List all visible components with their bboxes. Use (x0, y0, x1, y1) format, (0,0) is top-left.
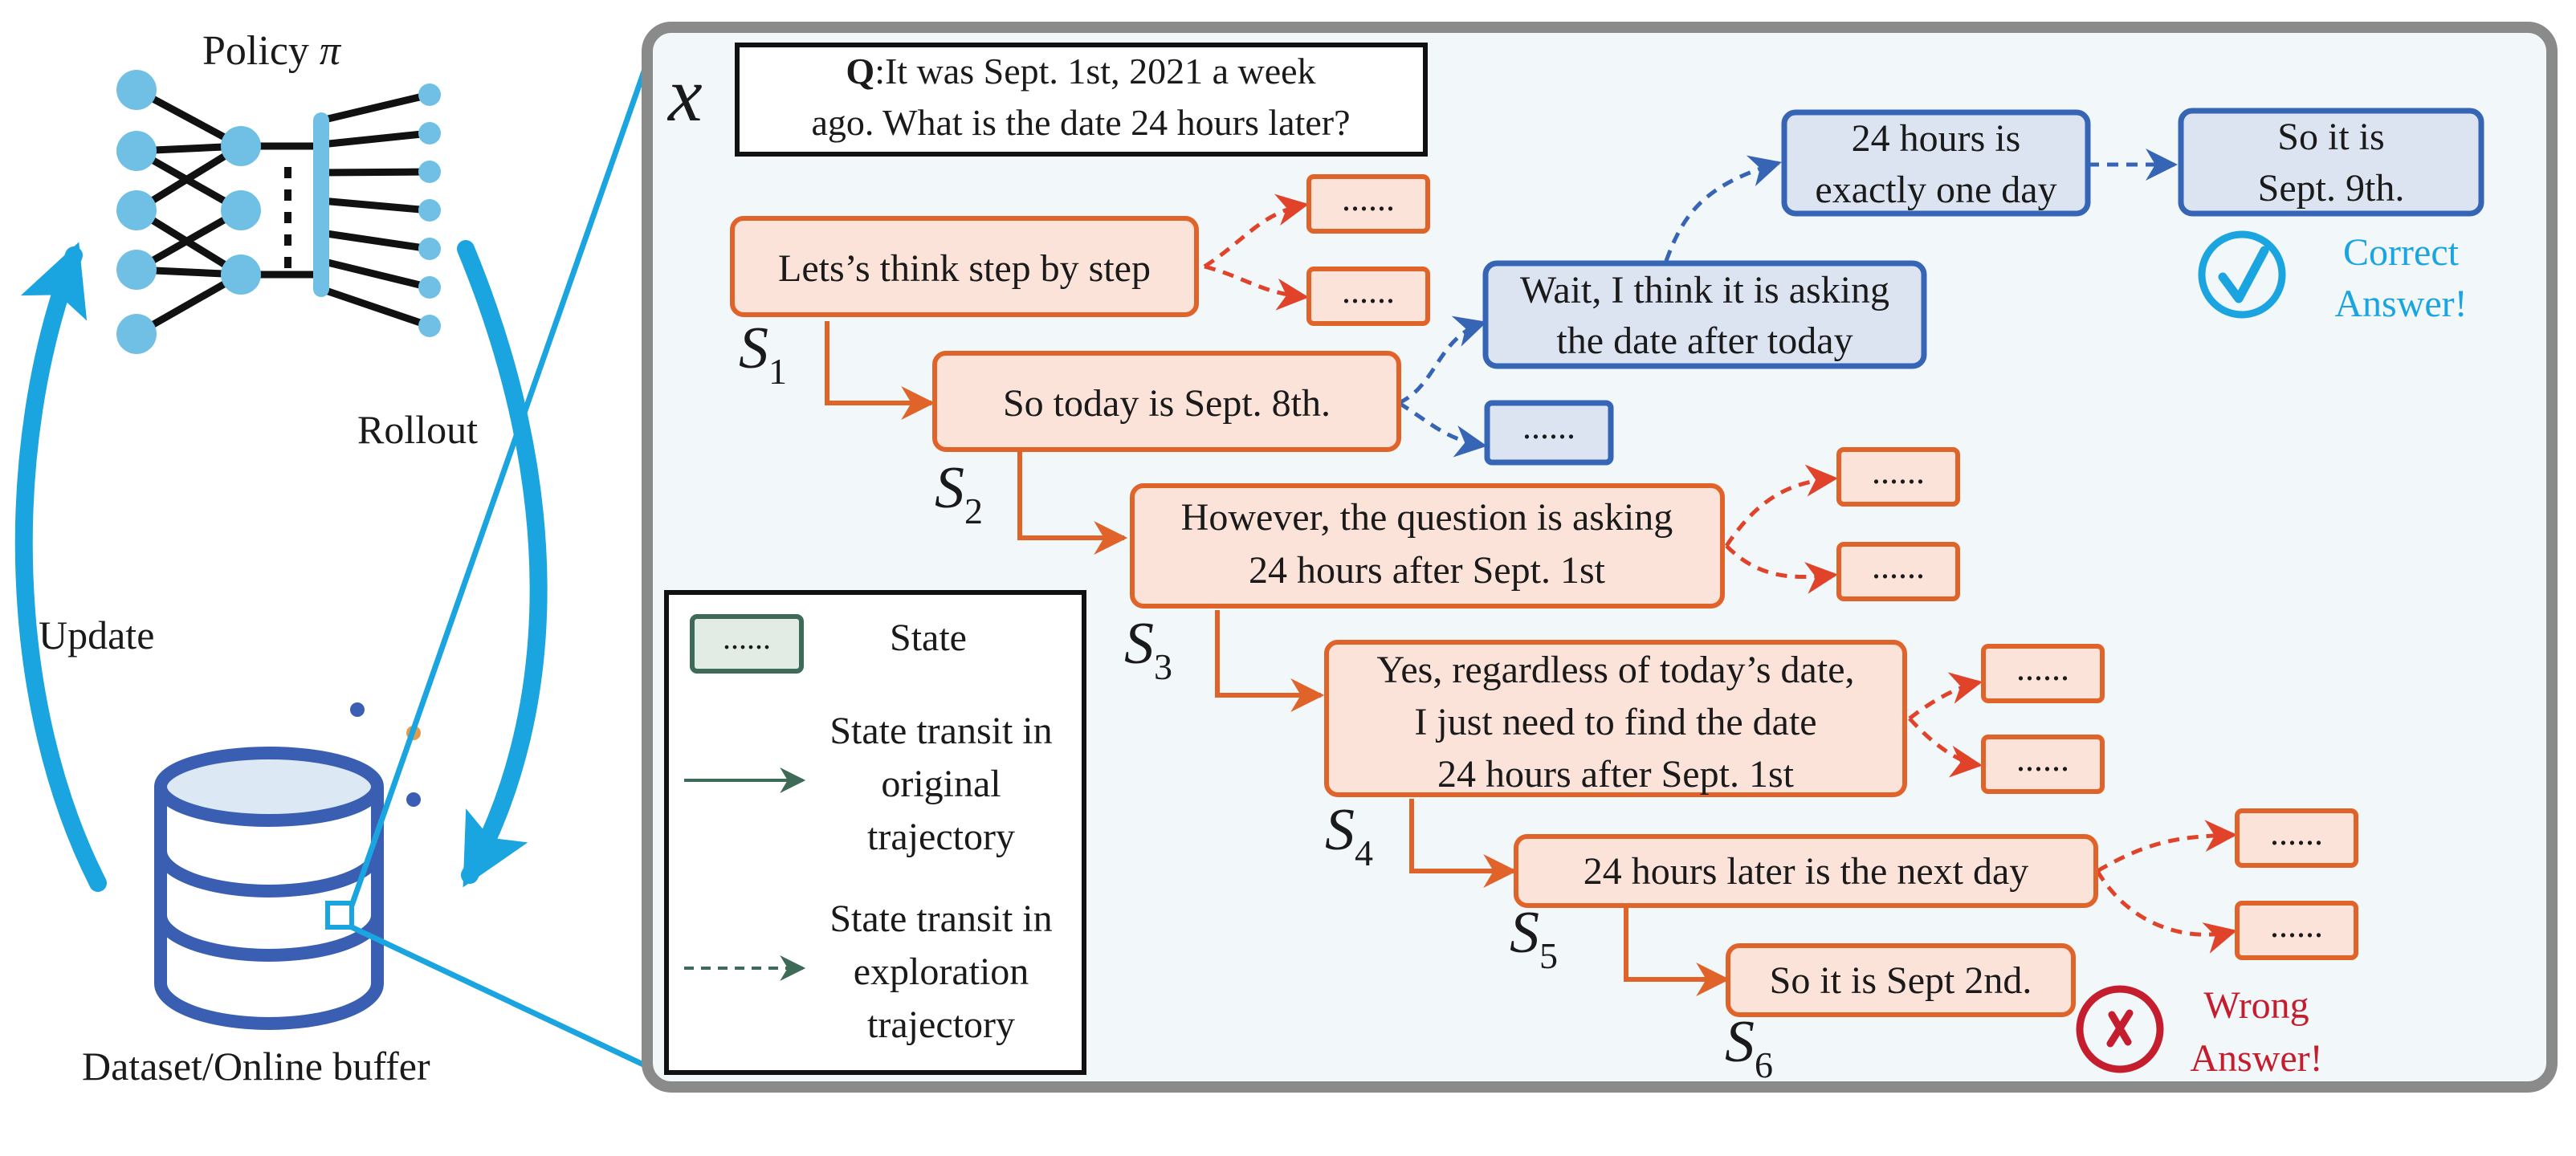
state-s1-text: Lets’s think step by step (778, 247, 1151, 290)
wrong-line-1: Wrong (2203, 984, 2309, 1027)
label-s4: S4 (1325, 797, 1373, 873)
correct-line-2: Answer! (2334, 283, 2467, 325)
explore-s5-b (2095, 869, 2237, 954)
state-one-day-line-2: exactly one day (1815, 169, 2056, 211)
state-s3-line-1: However, the question is asking (1181, 496, 1673, 539)
explore-s5-a (2096, 820, 2237, 873)
label-s5: S5 (1510, 900, 1558, 976)
transit-s2-s3 (1017, 451, 1128, 555)
state-s4-line-1: Yes, regardless of today’s date, (1376, 649, 1854, 691)
label-s3: S3 (1124, 611, 1172, 687)
ellipsis-s5-b (2235, 901, 2358, 960)
ellipsis-s3-b (1836, 542, 1960, 601)
state-s2: So today is Sept. 8th. (932, 351, 1401, 452)
legend-state-label: State (890, 617, 967, 659)
question-line-2: ago. What is the date 24 hours later? (811, 102, 1350, 143)
transit-s1-s2 (825, 321, 935, 420)
state-s6-text: So it is Sept 2nd. (1770, 959, 2032, 1002)
state-wait-line-2: the date after today (1556, 320, 1853, 362)
state-one-day: 24 hours is exactly one day (1781, 109, 2091, 217)
explore-wait-day (1664, 155, 1782, 262)
update-label: Update (39, 613, 154, 657)
ellipsis-s2-blue-text: ...... (1522, 407, 1575, 446)
state-final-line-2: Sept. 9th. (2258, 167, 2405, 210)
state-s3-line-2: 24 hours after Sept. 1st (1249, 549, 1606, 592)
ellipsis-s5-b-text: ...... (2270, 906, 2323, 945)
ellipsis-s5-a-text: ...... (2270, 813, 2323, 853)
state-s2-text: So today is Sept. 8th. (1003, 382, 1331, 425)
state-s6: So it is Sept 2nd. (1726, 943, 2076, 1017)
dataset-label: Dataset/Online buffer (82, 1044, 430, 1089)
explore-s1-a (1203, 193, 1309, 269)
ellipsis-s1-b-text: ...... (1342, 271, 1395, 311)
ellipsis-s3-b-text: ...... (1872, 547, 1925, 586)
correct-line-1: Correct (2343, 231, 2460, 274)
question-box (735, 43, 1428, 157)
zoom-line-top (348, 51, 654, 907)
database-icon (154, 702, 421, 1030)
legend-original-line-3: trajectory (867, 816, 1015, 858)
ellipsis-s1-a (1306, 174, 1430, 234)
ellipsis-s5-a (2235, 808, 2358, 868)
explore-s2-a (1397, 315, 1487, 405)
update-arrow (14, 242, 107, 892)
legend-original-line-2: original (881, 763, 1001, 805)
label-s6: S6 (1725, 1009, 1773, 1085)
x-variable: x (666, 51, 703, 137)
ellipsis-s4-a-text: ...... (2016, 649, 2069, 688)
explore-s4-b (1908, 717, 1983, 778)
legend-original-line-1: State transit in (829, 710, 1052, 752)
zoom-line-bottom (350, 924, 660, 1075)
ellipsis-s1-b (1306, 267, 1430, 326)
legend-exploration-line-2: exploration (854, 950, 1029, 993)
question-line-1: Q:It was Sept. 1st, 2021 a week (846, 51, 1315, 92)
label-s2: S2 (935, 455, 983, 531)
ellipsis-s3-a (1836, 447, 1960, 507)
explore-s4-a (1908, 672, 1983, 720)
legend-state-swatch (690, 614, 804, 674)
neural-network-icon (116, 70, 441, 354)
state-s5-text: 24 hours later is the next day (1584, 850, 2029, 893)
legend-exploration-line-1: State transit in (829, 898, 1052, 940)
ellipsis-s3-a-text: ...... (1872, 452, 1925, 491)
legend-exploration-line-3: trajectory (867, 1003, 1015, 1046)
state-final: So it is Sept. 9th. (2178, 108, 2484, 217)
legend: ...... State State transit in original t… (664, 590, 1086, 1075)
explore-s3-a (1724, 464, 1838, 547)
cross-circle-icon (2076, 985, 2164, 1073)
transit-s5-s6 (1624, 907, 1730, 996)
transit-s3-s4 (1215, 610, 1325, 712)
state-wait-line-1: Wait, I think it is asking (1520, 269, 1889, 311)
state-one-day-line-1: 24 hours is (1852, 117, 2021, 160)
transit-s4-s5 (1409, 799, 1518, 888)
state-s3: However, the question is asking 24 hours… (1130, 483, 1725, 609)
ellipsis-s4-a (1981, 644, 2105, 703)
checkmark-circle-icon (2198, 230, 2286, 319)
label-s1: S1 (739, 315, 787, 392)
wrong-line-2: Answer! (2190, 1037, 2322, 1080)
state-s1: Lets’s think step by step (730, 216, 1199, 317)
state-s4: Yes, regardless of today’s date, I just … (1324, 640, 1907, 797)
state-s5: 24 hours later is the next day (1514, 834, 2098, 908)
explore-s3-b (1725, 544, 1838, 594)
rollout-label: Rollout (357, 407, 478, 452)
rollout-arrow (457, 240, 548, 888)
ellipsis-s1-a-text: ...... (1342, 179, 1395, 218)
state-wait: Wait, I think it is asking the date afte… (1482, 260, 1927, 369)
ellipsis-s2-blue: ...... (1484, 400, 1614, 466)
ellipsis-s4-b (1981, 735, 2105, 794)
state-s4-line-3: 24 hours after Sept. 1st (1437, 753, 1795, 796)
explore-s2-b (1397, 401, 1487, 458)
legend-state-swatch-text: ...... (723, 620, 771, 656)
policy-label: Policy π (202, 28, 342, 74)
state-final-line-1: So it is (2277, 116, 2384, 158)
state-s4-line-2: I just need to find the date (1414, 701, 1816, 743)
ellipsis-s4-b-text: ...... (2016, 739, 2069, 779)
